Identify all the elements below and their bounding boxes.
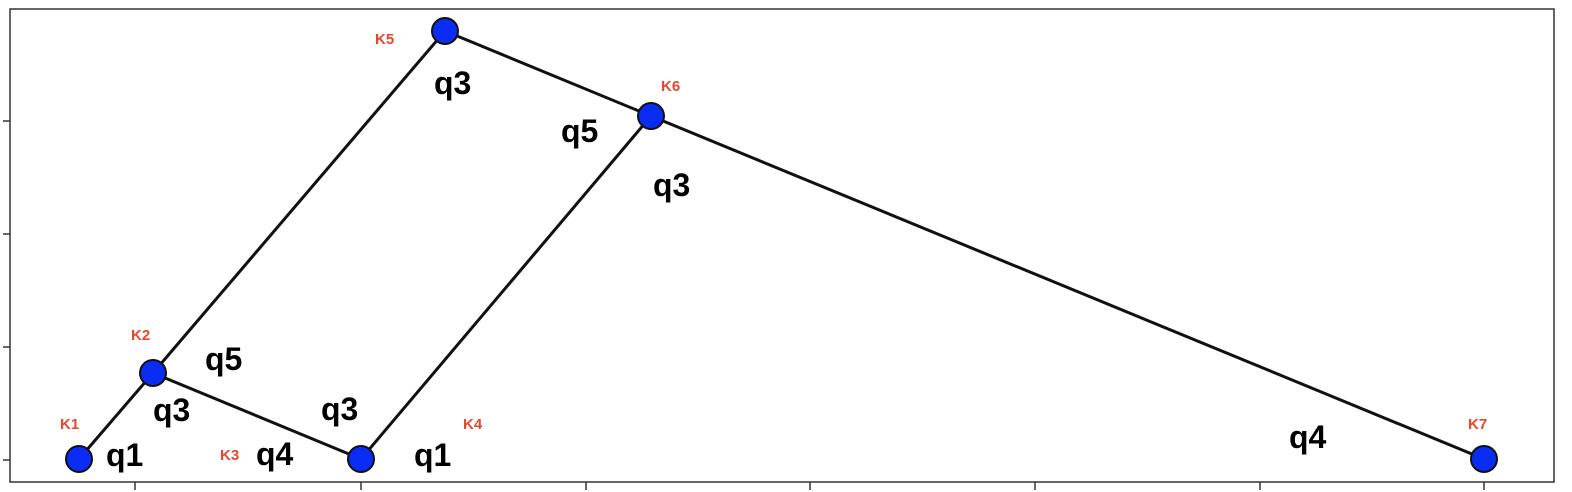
node-label-k4: K4: [463, 416, 483, 433]
edge-label: q1: [106, 437, 143, 473]
edge-label: q3: [434, 65, 471, 101]
edge-label: q3: [653, 167, 690, 203]
edge-label: q5: [205, 341, 242, 377]
node-k3: [347, 445, 375, 473]
node-label-k6: K6: [661, 78, 680, 95]
node-k6: [637, 102, 665, 130]
node-k2: [139, 359, 167, 387]
edge-k2-k5: [151, 29, 447, 375]
edge-k1-k2: [77, 371, 155, 461]
edge-k2-k3: [151, 371, 363, 461]
node-label-k5: K5: [375, 31, 394, 48]
edge-label: q5: [561, 113, 598, 149]
node-k1: [65, 445, 93, 473]
node-k7: [1470, 445, 1498, 473]
node-label-k7: K7: [1468, 416, 1487, 433]
edge-label: q4: [1289, 419, 1327, 455]
edge-label: q4: [256, 436, 294, 472]
axis-ticks: [3, 120, 1485, 490]
edge-labels-layer: q1 q5 q3 q4 q3 q1 q3 q5 q3 q4: [106, 65, 1327, 473]
edge-label: q3: [153, 392, 190, 428]
node-label-k1: K1: [60, 416, 79, 433]
node-label-k2: K2: [131, 327, 150, 344]
edges-layer: [77, 29, 1486, 461]
edge-k6-k7: [649, 114, 1486, 461]
nodes-layer: [65, 17, 1498, 473]
edge-k3-k6: [359, 114, 653, 461]
edge-label: q3: [321, 391, 358, 427]
edge-k5-k6: [443, 29, 653, 118]
plot-frame: [9, 8, 1555, 483]
edge-label: q1: [414, 437, 451, 473]
node-label-k3: K3: [220, 447, 239, 464]
node-k5: [431, 17, 459, 45]
